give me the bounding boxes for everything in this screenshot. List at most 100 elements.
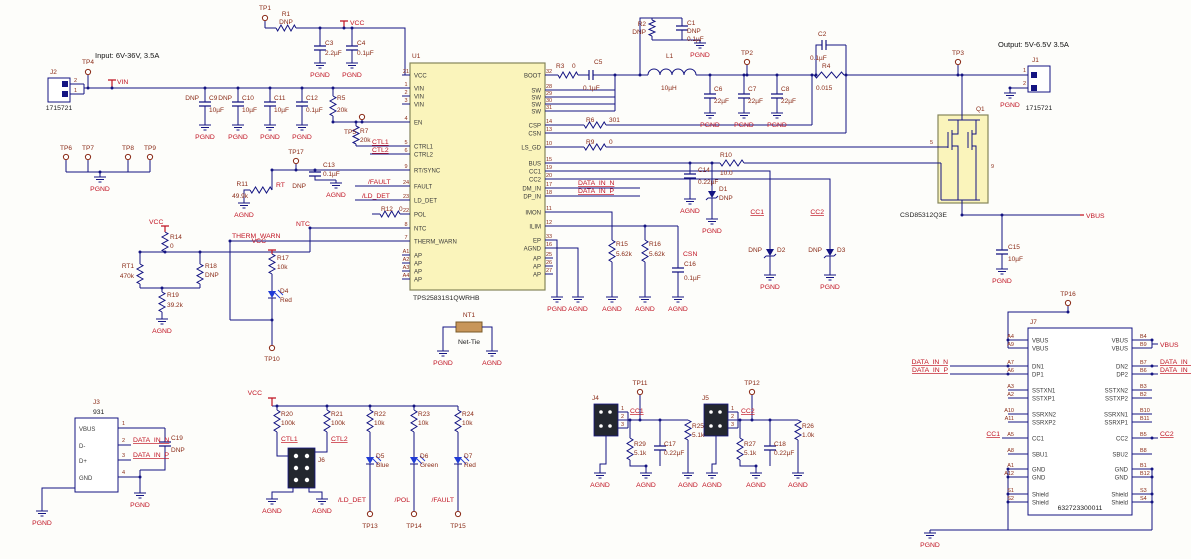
- label-C7: C7: [748, 86, 757, 93]
- label-2: 2: [1023, 81, 1026, 87]
- led-D5-rays: [372, 455, 382, 465]
- junction-dot: [138, 475, 142, 479]
- connector-pin-dots: [62, 72, 1037, 483]
- ic-pin-name-DM_IN: DM_IN: [522, 187, 541, 193]
- ic-pin-name-LD_DET: LD_DET: [414, 199, 437, 205]
- ground-pgnd-6: [94, 174, 106, 183]
- label-R19: R19: [167, 292, 179, 299]
- junction-dot: [750, 418, 754, 422]
- testpoint-TP10: [268, 344, 276, 352]
- capacitor-C13: [309, 171, 321, 177]
- label-R20: R20: [281, 411, 293, 418]
- label-CC1: CC1: [630, 408, 644, 415]
- label-C11: C11: [274, 95, 286, 102]
- label-0.1µF: 0.1µF: [357, 50, 374, 57]
- ground-label-AGND: AGND: [635, 306, 655, 313]
- testpoint-TP12: [748, 388, 756, 396]
- junction-dot: [710, 161, 714, 165]
- label-C6: C6: [714, 86, 723, 93]
- ic-pin-name-CTRL1: CTRL1: [414, 145, 434, 151]
- label-0.22µF: 0.22µF: [774, 450, 794, 457]
- label-DATA_IN_P: DATA_IN_P: [578, 188, 614, 195]
- label-2.2µF: 2.2µF: [325, 50, 342, 57]
- ic-pin-name-ILIM: ILIM: [529, 225, 541, 231]
- ic-pin-name-VCC: VCC: [414, 74, 427, 80]
- ground-agnd-30: [316, 496, 328, 505]
- label-Red: Red: [464, 462, 476, 469]
- label-5.62k: 5.62k: [649, 251, 666, 258]
- label-R4: R4: [822, 63, 831, 70]
- label-R5: R5: [337, 95, 346, 102]
- ground-agnd-35: [750, 470, 762, 479]
- label-DNP: DNP: [719, 195, 733, 202]
- usb-pin-number-A1: A1: [1007, 463, 1014, 469]
- label-R16: R16: [649, 241, 661, 248]
- label-R2: R2: [638, 21, 647, 28]
- ground-label-PGND: PGND: [767, 122, 787, 129]
- usb-pin-name-SSRXP1: SSRXP1: [1104, 421, 1128, 427]
- label-5.1k: 5.1k: [634, 450, 647, 457]
- usb-pin-name-GND: GND: [1115, 476, 1129, 482]
- label-NT1: NT1: [463, 312, 476, 319]
- label-1: 1: [731, 406, 734, 412]
- label-10µF: 10µF: [274, 107, 289, 114]
- testpoint-label-TP15: TP15: [450, 523, 466, 530]
- label-/POL: /POL: [395, 497, 411, 504]
- junction-dot: [775, 73, 779, 77]
- testpoint-label-TP1: TP1: [259, 5, 271, 12]
- usb-pin-number-B6: B6: [1140, 368, 1147, 374]
- ic-pin-number-A3: A3: [403, 265, 410, 271]
- ic-pin-name-AP: AP: [414, 270, 422, 276]
- resistor-R5: [328, 95, 338, 117]
- label-301: 301: [609, 117, 620, 124]
- testpoint-TP8: [124, 153, 132, 161]
- label-R26: R26: [802, 423, 814, 430]
- usb-pin-name-SSTXP2: SSTXP2: [1105, 397, 1129, 403]
- testpoint-TP7: [84, 153, 92, 161]
- usb-pin-name-SSTXN1: SSTXN1: [1032, 389, 1056, 395]
- label-CC1: CC1: [750, 209, 764, 216]
- label-J5: J5: [702, 395, 709, 402]
- label-C16: C16: [684, 261, 696, 268]
- label-VIN: VIN: [117, 79, 128, 86]
- label-5.1k: 5.1k: [692, 432, 705, 439]
- ic-pin-number-11: 11: [546, 206, 552, 212]
- mosfet-internals: [938, 115, 980, 215]
- ground-label-AGND: AGND: [482, 360, 502, 367]
- junction-dot: [360, 120, 364, 124]
- testpoint-label-TP9: TP9: [144, 145, 156, 152]
- testpoint-label-TP12: TP12: [744, 380, 760, 387]
- ground-label-AGND: AGND: [234, 212, 254, 219]
- ic-pin-name-POL: POL: [414, 213, 427, 219]
- label-Blue: Blue: [376, 462, 389, 469]
- capacitor-C1: [676, 25, 688, 31]
- ic-pin-number-28: 28: [546, 84, 552, 90]
- label-J2: J2: [50, 69, 57, 76]
- capacitor-C11: [264, 101, 276, 107]
- label-10µF: 10µF: [1008, 256, 1023, 263]
- label-DATA_IN_N: DATA_IN_N: [1160, 359, 1191, 366]
- resistor-R9: [583, 143, 607, 151]
- ground-agnd-12: [606, 294, 618, 303]
- ground-pgnd-24: [1004, 90, 1016, 99]
- ic-pin-name-EP: EP: [533, 239, 541, 245]
- usb-pin-number-A7: A7: [1007, 360, 1014, 366]
- label-20k: 20k: [360, 137, 371, 144]
- label-C17: C17: [664, 441, 676, 448]
- usb-pin-name-GND: GND: [1032, 476, 1046, 482]
- ground-agnd-36: [792, 470, 804, 479]
- label-DNP: DNP: [748, 247, 762, 254]
- label-VBUS: VBUS: [1160, 342, 1179, 349]
- ic-pin-name-IMON: IMON: [525, 211, 541, 217]
- usb-pin-number-A9: A9: [1007, 342, 1014, 348]
- testpoint-TP17: [292, 157, 300, 165]
- resistor-R1: [275, 23, 297, 33]
- label-J1: J1: [1032, 57, 1039, 64]
- testpoint-TP9: [146, 153, 154, 161]
- label-Output: 5V-6.5V 3.5A: Output: 5V-6.5V 3.5A: [998, 40, 1069, 49]
- junction-dot: [638, 73, 642, 77]
- ground-label-PGND: PGND: [310, 72, 330, 79]
- capacitor-C17: [654, 445, 666, 451]
